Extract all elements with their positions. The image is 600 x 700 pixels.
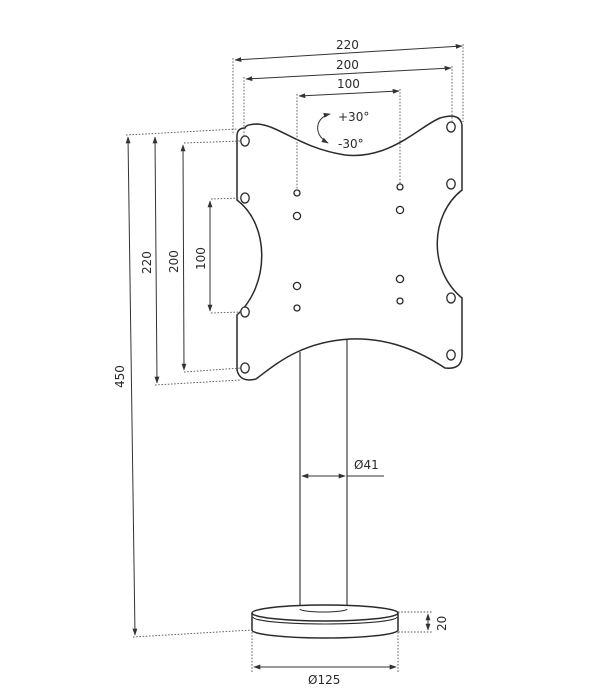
mount-hole	[396, 183, 404, 191]
vertical-dimensions: 450 220 200 100	[113, 136, 213, 636]
horizontal-dimensions: 220 200 100	[234, 38, 463, 99]
mount-hole	[446, 121, 456, 133]
mount-hole	[240, 362, 250, 374]
dim-label-100-width: 100	[337, 77, 360, 91]
dim-label-220-width: 220	[336, 38, 359, 52]
mount-hole	[446, 292, 456, 304]
mount-hole	[293, 304, 301, 312]
pole-diameter-label: Ø41	[354, 458, 379, 472]
dim-label-200-width: 200	[336, 58, 359, 72]
base	[251, 604, 399, 639]
mount-hole	[240, 306, 250, 318]
pole-diameter-dimension: Ø41	[301, 458, 384, 479]
mount-hole	[292, 281, 302, 291]
vesa-plate	[236, 115, 463, 381]
mount-hole	[292, 211, 302, 221]
vertical-extension-lines	[125, 128, 432, 672]
rotation-plus-label: +30°	[338, 110, 369, 124]
mount-hole	[396, 297, 404, 305]
dim-label-450-height: 450	[113, 365, 127, 388]
mount-hole	[446, 178, 456, 190]
rotation-minus-label: -30°	[338, 137, 364, 151]
base-height-label: 20	[435, 616, 449, 631]
dim-label-200-height: 200	[167, 250, 181, 273]
mount-hole	[446, 349, 456, 361]
base-diameter-label: Ø125	[308, 673, 340, 687]
dim-label-220-height: 220	[140, 251, 154, 274]
horizontal-extension-lines	[232, 44, 464, 190]
mount-hole	[395, 274, 405, 284]
dim-label-100-height: 100	[194, 247, 208, 270]
mount-hole	[293, 189, 301, 197]
pole	[299, 340, 348, 610]
base-diameter-dimension: Ø125	[253, 664, 397, 687]
base-height-dimension: 20	[425, 613, 449, 631]
mount-hole	[240, 135, 250, 147]
rotation-indicator: +30° -30°	[317, 110, 369, 151]
mount-hole	[395, 205, 405, 215]
mount-hole	[240, 192, 250, 204]
